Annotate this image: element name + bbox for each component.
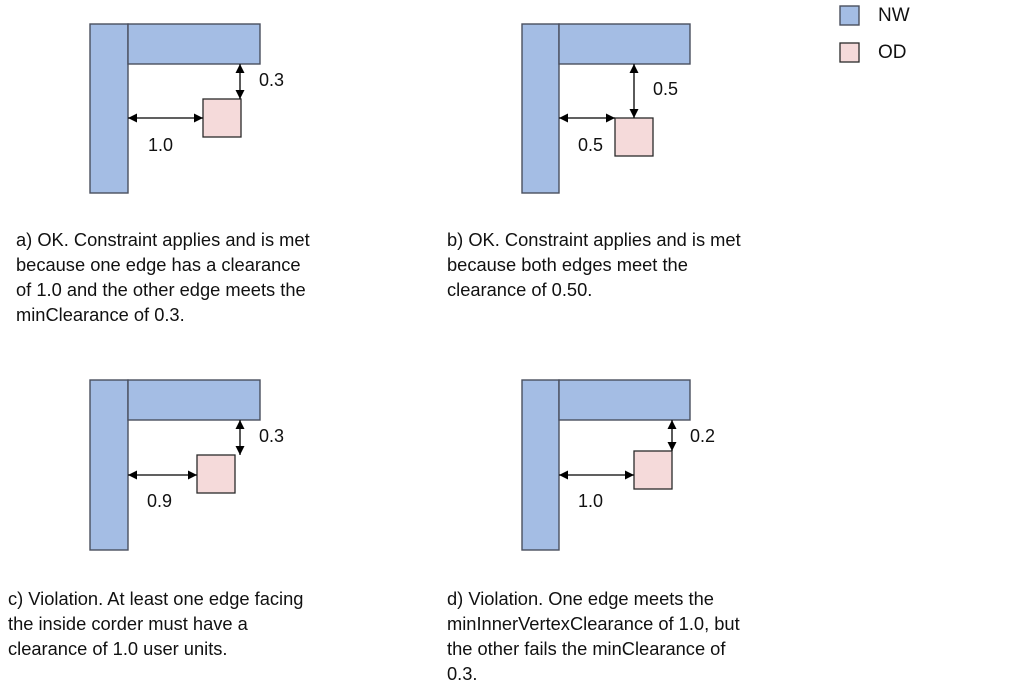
- panel-a-figure: 1.0 0.3: [89, 23, 284, 194]
- caption-line: the inside corder must have a: [8, 613, 248, 634]
- caption-c: c) Violation. At least one edge facing t…: [8, 586, 408, 661]
- caption-line: a) OK. Constraint applies and is met: [16, 229, 310, 250]
- caption-line: 0.3.: [447, 663, 478, 684]
- panel-c-figure: 0.9 0.3: [89, 379, 284, 551]
- legend-item-nw: NW: [839, 5, 910, 26]
- nw-vertical-shape: [521, 379, 560, 551]
- legend-label: OD: [878, 42, 907, 63]
- caption-line: d) Violation. One edge meets the: [447, 588, 714, 609]
- nw-horizontal-shape: [558, 379, 691, 421]
- caption-line: minClearance of 0.3.: [16, 304, 185, 325]
- caption-d: d) Violation. One edge meets the minInne…: [447, 586, 847, 686]
- caption-line: of 1.0 and the other edge meets the: [16, 279, 306, 300]
- caption-line: clearance of 0.50.: [447, 279, 593, 300]
- caption-line: the other fails the minClearance of: [447, 638, 726, 659]
- horizontal-clearance-label: 0.9: [147, 491, 172, 511]
- od-shape: [614, 117, 654, 157]
- nw-vertical-shape: [89, 379, 129, 551]
- horizontal-clearance-label: 1.0: [578, 491, 603, 511]
- legend: NW OD: [839, 5, 910, 63]
- vertical-clearance-label: 0.5: [653, 79, 678, 99]
- caption-a: a) OK. Constraint applies and is met bec…: [16, 227, 416, 327]
- od-shape: [196, 454, 236, 494]
- caption-line: clearance of 1.0 user units.: [8, 638, 228, 659]
- caption-line: minInnerVertexClearance of 1.0, but: [447, 613, 740, 634]
- vertical-clearance-label: 0.2: [690, 426, 715, 446]
- horizontal-clearance-label: 0.5: [578, 135, 603, 155]
- caption-b: b) OK. Constraint applies and is met bec…: [447, 227, 847, 302]
- od-shape: [202, 98, 242, 138]
- nw-vertical-shape: [521, 23, 560, 194]
- vertical-clearance-label: 0.3: [259, 70, 284, 90]
- nw-vertical-shape: [89, 23, 129, 194]
- vertical-clearance-label: 0.3: [259, 426, 284, 446]
- od-shape: [633, 450, 673, 490]
- nw-swatch-icon: [839, 5, 860, 26]
- caption-line: b) OK. Constraint applies and is met: [447, 229, 741, 250]
- nw-horizontal-shape: [127, 379, 261, 421]
- horizontal-clearance-label: 1.0: [148, 135, 173, 155]
- panel-b-figure: 0.5 0.5: [521, 23, 691, 194]
- caption-line: c) Violation. At least one edge facing: [8, 588, 304, 609]
- caption-line: because both edges meet the: [447, 254, 688, 275]
- caption-line: because one edge has a clearance: [16, 254, 301, 275]
- legend-item-od: OD: [839, 42, 907, 63]
- legend-label: NW: [878, 5, 910, 26]
- od-swatch-icon: [839, 42, 860, 63]
- nw-horizontal-shape: [558, 23, 691, 65]
- panel-d-figure: 1.0 0.2: [521, 379, 715, 551]
- nw-horizontal-shape: [127, 23, 261, 65]
